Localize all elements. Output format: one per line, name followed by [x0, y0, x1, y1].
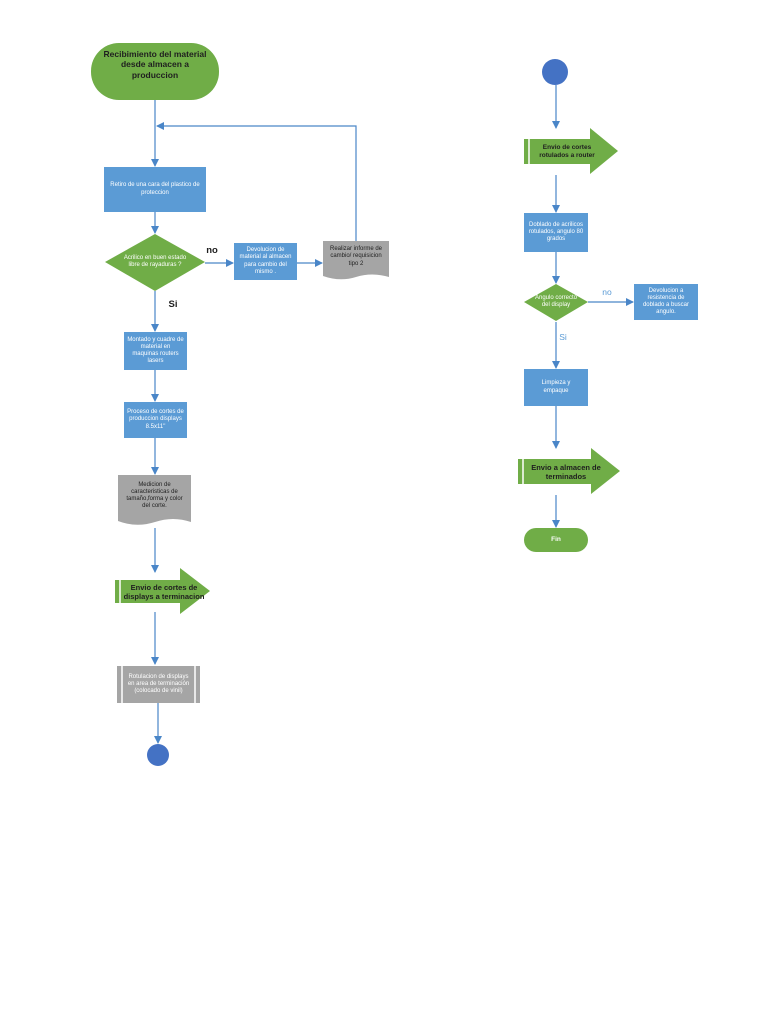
process-mount	[124, 332, 187, 370]
decision-scratches-si-label: Si	[168, 299, 178, 311]
decision-scratches-no-label: no	[206, 245, 218, 257]
start-label: Recibimiento del material desde almacen …	[103, 49, 207, 80]
connector-circle-top	[542, 59, 568, 85]
arrow-send-warehouse	[518, 448, 620, 494]
decision-angle	[524, 284, 588, 321]
terminator-end	[524, 528, 588, 552]
bend-label: Doblado de acrilicos rotulados, angulo 8…	[528, 221, 584, 243]
connector-circle-bottom	[147, 744, 169, 766]
process-labeling	[117, 666, 200, 703]
mount-label: Montado y cuadre de material en maquinas…	[127, 336, 184, 365]
measure-label: Medicion de caracteristicas de tamaño,fo…	[126, 481, 183, 510]
report-label: Realizar informe de cambio/ requisicion …	[329, 246, 383, 267]
remove-film-label: Retiro de una cara del plastico de prote…	[110, 182, 200, 196]
decision-angle-no-label: no	[602, 286, 612, 297]
decision-scratches	[105, 234, 205, 291]
document-measure	[118, 475, 191, 525]
connector-report-loop-back	[156, 122, 357, 241]
send-router-label: Envio de cortes rotulados a router	[539, 143, 595, 159]
cut-label: Proceso de cortes de produccion displays…	[127, 409, 184, 430]
process-clean	[524, 369, 588, 406]
decision-scratches-label: Acrilico en buen estado libre de rayadur…	[123, 254, 187, 268]
end-label: Fin	[551, 536, 561, 544]
clean-label: Limpieza y empaque	[541, 380, 571, 394]
arrow-send-finishing	[115, 568, 210, 614]
send-finishing-label: Envio de cortes de displays a terminacio…	[123, 582, 205, 601]
process-return-material	[234, 243, 297, 280]
process-return-bend	[634, 284, 698, 320]
decision-angle-si-label: Si	[559, 331, 567, 342]
arrow-send-router	[524, 128, 618, 174]
send-warehouse-label: Envio a almacen de terminados	[531, 462, 601, 481]
document-report	[323, 241, 389, 280]
process-remove-film	[104, 167, 206, 212]
terminator-start	[91, 43, 219, 100]
labeling-label: Rotulacion de displays en area de termin…	[127, 673, 190, 695]
return-bend-label: Devolucion a resistencia de doblado a bu…	[642, 287, 690, 316]
process-bend	[524, 213, 588, 252]
connectors-left	[151, 100, 357, 744]
process-cut	[124, 402, 187, 438]
return-material-label: Devolucion de material al almacen para c…	[239, 247, 292, 275]
connectors-right	[552, 85, 634, 528]
decision-angle-label: Angulo correcto del display	[534, 294, 578, 308]
